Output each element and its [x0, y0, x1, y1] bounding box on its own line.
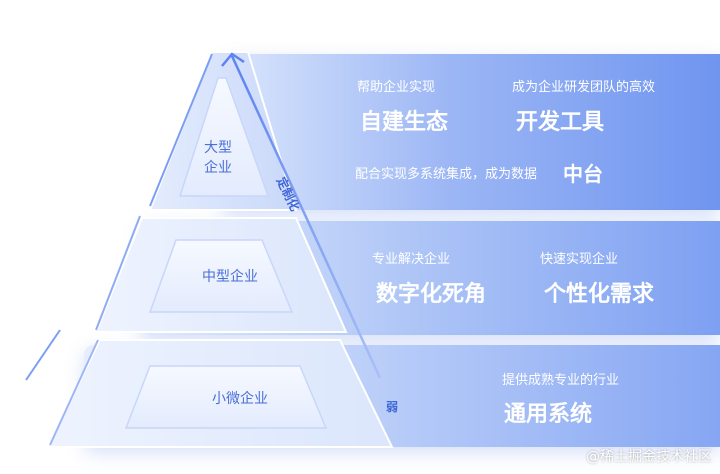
mid-left-caption: 专业解决企业 — [372, 252, 451, 267]
small-title: 通用系统 — [504, 402, 593, 427]
large-enterprise-label: 大型 企业 — [204, 140, 232, 176]
large-left-title: 自建生态 — [360, 110, 449, 135]
mid-enterprise-tier — [94, 217, 348, 333]
mid-right-caption: 快速实现企业 — [540, 252, 619, 267]
small-enterprise-tier — [46, 339, 394, 448]
large-enterprise-panel — [222, 54, 720, 210]
small-caption: 提供成熟专业的行业 — [502, 373, 620, 388]
watermark: @稀土掘金技术社区 — [586, 449, 712, 465]
axis-bottom-label: 弱 — [386, 400, 399, 414]
large-bottom-caption: 配合实现多系统集成，成为数据 — [355, 167, 538, 182]
large-bottom-title: 中台 — [563, 162, 603, 186]
small-enterprise-label: 小微企业 — [212, 391, 268, 407]
customization-axis-arrow — [221, 52, 382, 379]
large-right-caption: 成为企业研发团队的高效 — [512, 80, 656, 95]
large-right-title: 开发工具 — [516, 110, 605, 135]
mid-left-title: 数字化死角 — [376, 282, 487, 307]
mid-right-title: 个性化需求 — [544, 282, 655, 307]
large-left-caption: 帮助企业实现 — [357, 80, 436, 95]
mid-enterprise-label: 中型企业 — [202, 269, 258, 285]
